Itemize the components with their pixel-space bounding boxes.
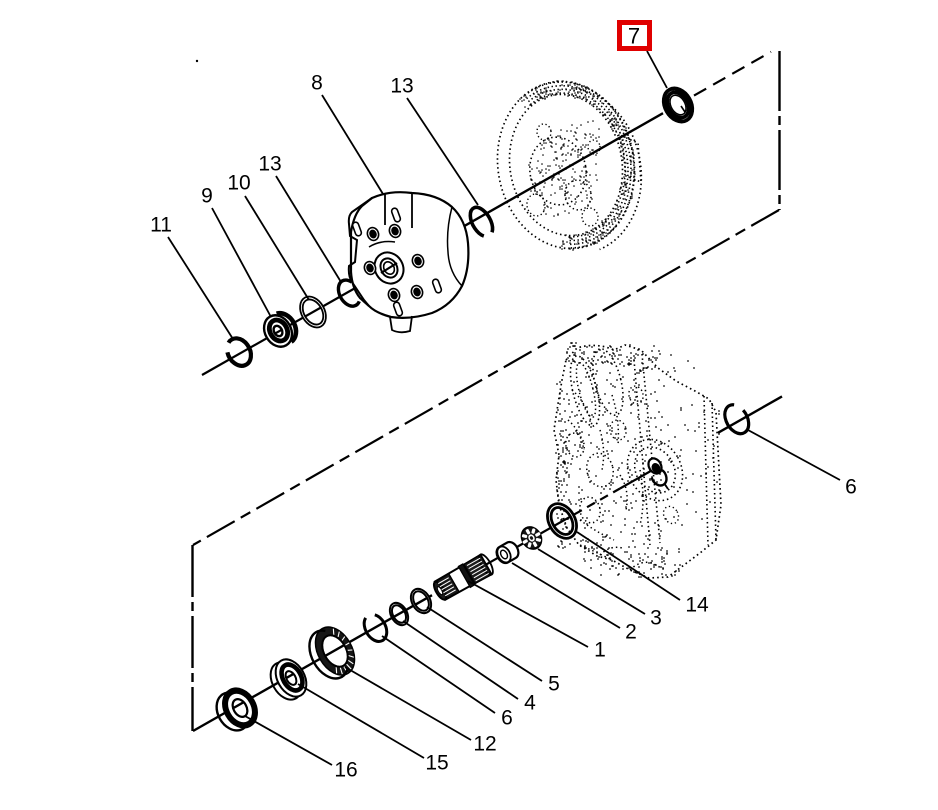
svg-text:13: 13 (390, 75, 413, 98)
svg-text:9: 9 (201, 185, 213, 208)
svg-text:6: 6 (501, 707, 513, 730)
svg-text:16: 16 (334, 759, 357, 782)
svg-text:1: 1 (594, 639, 606, 662)
svg-text:5: 5 (548, 673, 560, 696)
svg-text:12: 12 (473, 733, 496, 756)
svg-text:15: 15 (425, 752, 448, 775)
svg-text:2: 2 (625, 621, 637, 644)
svg-text:11: 11 (150, 214, 172, 237)
svg-text:8: 8 (311, 72, 323, 95)
svg-text:6: 6 (845, 476, 857, 499)
svg-text:13: 13 (258, 153, 281, 176)
svg-text:3: 3 (650, 607, 662, 630)
svg-text:10: 10 (227, 172, 250, 195)
svg-text:4: 4 (524, 692, 536, 715)
svg-text:7: 7 (628, 24, 640, 49)
svg-text:14: 14 (685, 594, 709, 617)
